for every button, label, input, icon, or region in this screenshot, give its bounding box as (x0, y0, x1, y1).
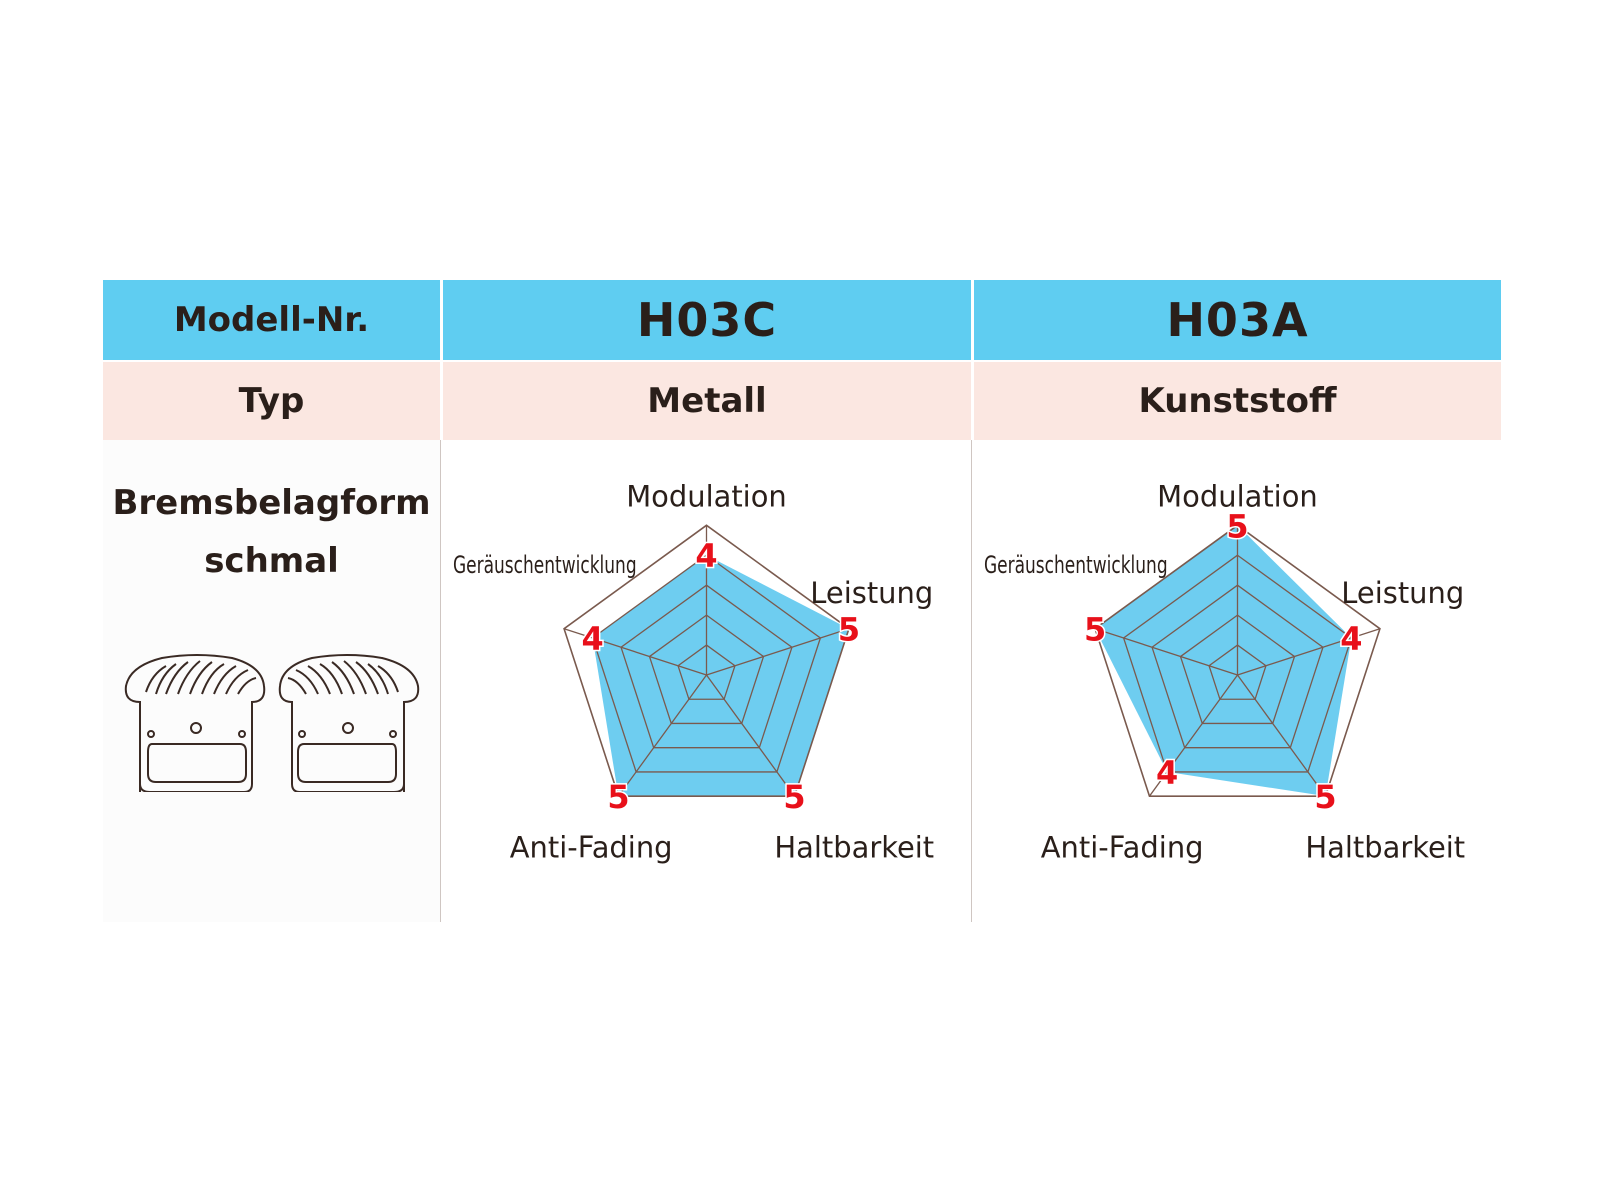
axis-label-anti-fading: Anti-Fading (510, 831, 673, 865)
value-label-modulation: 5 (1226, 507, 1248, 545)
radar-chart-h03a: 54545ModulationLeistungHaltbarkeitAnti-F… (984, 479, 1465, 865)
value-label-anti-fading: 5 (607, 778, 629, 816)
radar-grid-ring (677, 644, 736, 700)
model-h03c-title: H03C (440, 280, 971, 360)
type-row: Typ Metall Kunststoff (103, 362, 1501, 440)
value-label-haltbarkeit: 5 (783, 778, 805, 816)
axis-label-leistung: Leistung (1341, 576, 1464, 610)
value-label-leistung: 4 (1340, 620, 1362, 658)
value-label-gerauschentwicklung: 5 (1084, 611, 1106, 649)
axis-label-anti-fading: Anti-Fading (1041, 831, 1204, 865)
radar-grid-ring (591, 554, 822, 773)
radar-grid-ring (1151, 584, 1324, 749)
radar-grid-ring (1208, 644, 1267, 700)
radar-data-area (1095, 525, 1352, 797)
value-label-gerauschentwicklung: 4 (582, 620, 604, 658)
axis-label-modulation: Modulation (626, 479, 787, 513)
brake-pads-pair-icon (124, 654, 419, 792)
radar-spoke (705, 674, 796, 797)
value-label-anti-fading: 4 (1156, 754, 1178, 792)
axis-label-gerauschentwicklung: Geräuschentwicklung (984, 551, 1168, 579)
radar-spoke (706, 628, 850, 676)
radar-spoke (1237, 628, 1381, 676)
axis-label-haltbarkeit: Haltbarkeit (774, 831, 934, 865)
radar-spoke (1148, 674, 1239, 797)
radar-spoke (563, 628, 707, 676)
type-metal: Metall (440, 362, 971, 440)
radar-grid-ring (620, 584, 793, 749)
radar-data-area (592, 555, 849, 797)
radar-spoke (1094, 628, 1238, 676)
pad-shape-value: schmal (204, 541, 339, 581)
axis-label-modulation: Modulation (1157, 479, 1318, 513)
pad-shape-cell: Bremsbelagform schmal (103, 440, 440, 922)
radar-spoke (1236, 674, 1327, 797)
axis-label-haltbarkeit: Haltbarkeit (1305, 831, 1465, 865)
radar-grid-ring (648, 614, 765, 725)
model-h03a-title: H03A (971, 280, 1501, 360)
axis-label-leistung: Leistung (810, 576, 933, 610)
value-label-leistung: 5 (838, 611, 860, 649)
value-label-haltbarkeit: 5 (1314, 778, 1336, 816)
radar-grid-ring (1094, 524, 1381, 797)
axis-label-gerauschentwicklung: Geräuschentwicklung (453, 551, 637, 579)
header-row: Modell-Nr. H03C H03A (103, 280, 1501, 360)
model-number-label: Modell-Nr. (173, 300, 370, 340)
type-resin: Kunststoff (971, 362, 1501, 440)
radar-grid-ring (563, 524, 850, 797)
radar-grid-ring (1122, 554, 1353, 773)
chart-row: Bremsbelagform schmal (103, 440, 1501, 922)
radar-spoke (617, 674, 708, 797)
type-label: Typ (238, 381, 305, 421)
pad-shape-label: Bremsbelagform (112, 483, 431, 523)
radar-grid-ring (1179, 614, 1296, 725)
value-label-modulation: 4 (695, 537, 717, 575)
